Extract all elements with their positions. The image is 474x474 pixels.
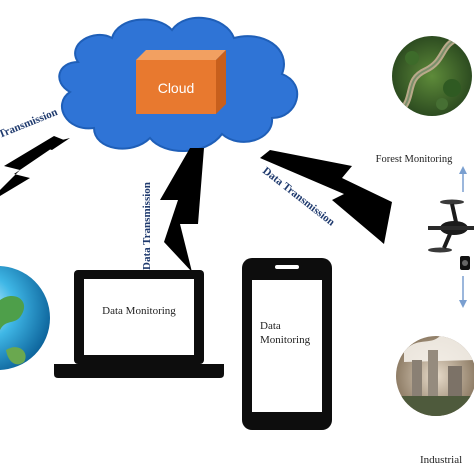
drone-image xyxy=(428,199,474,270)
tablet-label-line1: Data xyxy=(260,320,281,332)
arrow-drone-to-industrial xyxy=(459,276,467,308)
left-link-label: Transmission xyxy=(0,106,59,141)
cloud: Cloud xyxy=(58,16,299,152)
middle-lightning-bolt xyxy=(160,148,204,272)
arrow-drone-to-forest xyxy=(459,166,467,192)
cloud-box xyxy=(136,50,226,114)
tablet-camera xyxy=(275,265,299,269)
laptop-base xyxy=(54,364,224,378)
industrial-label: Industrial xyxy=(420,454,462,466)
left-lightning-bolt xyxy=(0,136,70,196)
tablet: Data Monitoring xyxy=(242,258,332,430)
industrial-image xyxy=(396,336,474,416)
laptop-label: Data Monitoring xyxy=(102,305,176,317)
forest-image xyxy=(392,36,472,116)
forest-label: Forest Monitoring xyxy=(376,154,453,165)
laptop: Data Monitoring xyxy=(54,270,224,378)
cloud-label: Cloud xyxy=(158,80,195,96)
middle-link-label: Data Transmission xyxy=(141,182,153,270)
tablet-screen xyxy=(252,280,322,412)
right-lightning-bolt xyxy=(260,150,392,244)
globe-image xyxy=(0,266,50,370)
laptop-screen xyxy=(84,279,194,355)
tablet-label-line2: Monitoring xyxy=(260,334,311,346)
